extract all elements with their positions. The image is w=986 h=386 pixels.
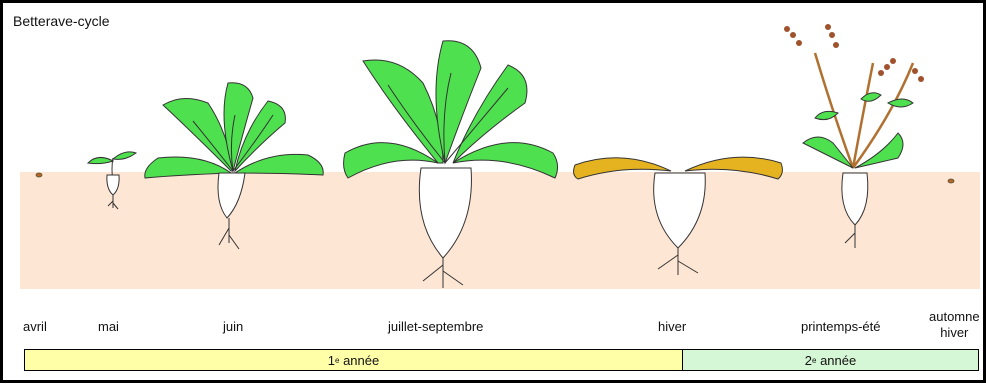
stage-label-juillet-septembre: juillet-septembre <box>388 319 483 334</box>
seed-automne <box>948 179 954 183</box>
year1-number: 1 <box>328 353 335 368</box>
stage-label-printemps-ete: printemps-été <box>801 319 880 334</box>
year2-text: année <box>816 353 856 368</box>
stage-label-hiver-2: hiver <box>929 325 980 341</box>
plant-printemps-ete <box>784 24 924 248</box>
plant-juin <box>145 83 323 249</box>
stage-label-avril: avril <box>23 319 47 334</box>
stage-label-automne: automne <box>929 309 980 325</box>
stage-label-hiver: hiver <box>658 319 686 334</box>
plant-juillet-septembre <box>344 41 558 288</box>
seed-avril <box>36 173 42 177</box>
plant-hiver <box>574 157 783 275</box>
stage-label-mai: mai <box>98 319 119 334</box>
stage-label-juin: juin <box>223 319 243 334</box>
plant-mai <box>88 152 136 209</box>
year2-number: 2 <box>805 353 812 368</box>
year1-text: année <box>339 353 379 368</box>
stage-label-automne-hiver: automne hiver <box>929 309 980 341</box>
